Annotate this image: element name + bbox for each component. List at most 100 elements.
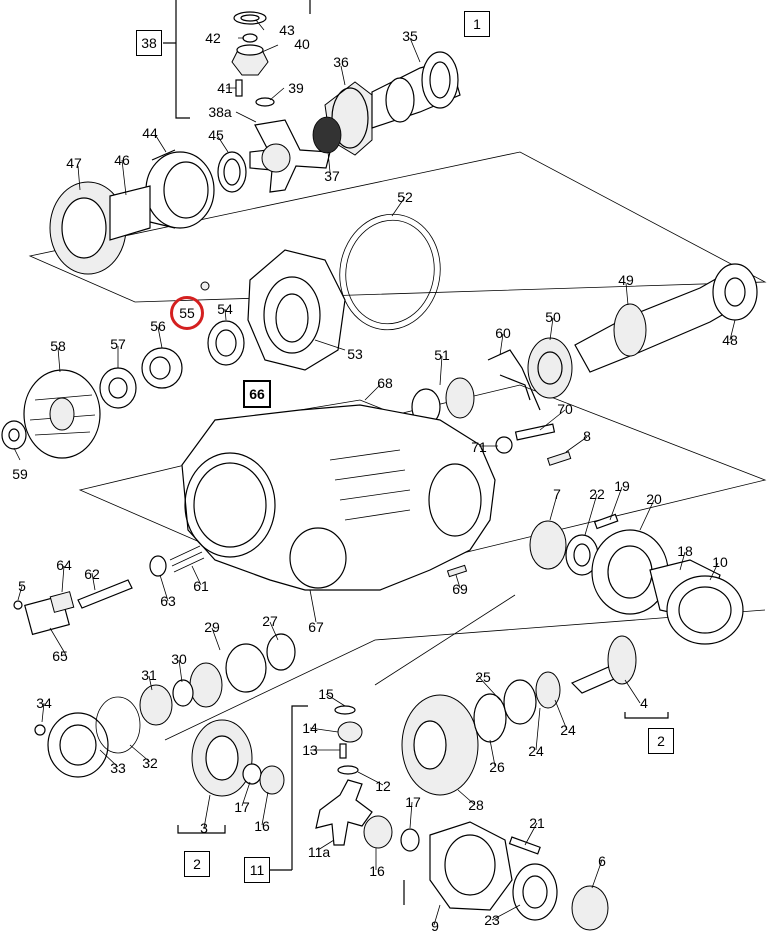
part-label-54: 54 — [217, 301, 233, 317]
part-label-11a: 11a — [307, 844, 331, 860]
part-13-pin — [339, 743, 347, 759]
group-box-2-right-text: 2 — [657, 733, 665, 749]
plane-upper — [28, 151, 767, 303]
part-7-bearing — [529, 520, 567, 570]
group-38-bracket — [175, 0, 190, 119]
part-label-16a: 16 — [254, 818, 270, 834]
part-69-stud — [446, 564, 468, 578]
part-35-bearing — [421, 51, 459, 109]
part-label-42: 42 — [205, 30, 221, 46]
plane-lower-mid — [374, 594, 516, 686]
part-label-8: 8 — [583, 428, 591, 444]
part-32-gasket — [95, 696, 141, 754]
part-label-58: 58 — [50, 338, 66, 354]
part-48-inner — [724, 277, 746, 307]
part-label-21: 21 — [529, 815, 545, 831]
part-label-14: 14 — [302, 720, 318, 736]
part-label-56: 56 — [150, 318, 166, 334]
part-label-7: 7 — [553, 486, 561, 502]
part-62-rod — [77, 579, 133, 609]
group-box-2-left: 2 — [184, 851, 210, 877]
part-61-spring — [169, 545, 205, 573]
part-5-screw — [13, 600, 23, 610]
part-28-bore — [413, 720, 447, 770]
part-label-41: 41 — [217, 80, 233, 96]
part-33-inner — [59, 724, 97, 766]
plane-lower-left — [164, 609, 766, 741]
part-45-inner — [223, 158, 241, 186]
part-54-bearing — [207, 320, 245, 366]
part-label-37: 37 — [324, 168, 340, 184]
part-54-inner — [215, 329, 237, 357]
part-label-68: 68 — [377, 375, 393, 391]
part-38a-hub — [261, 143, 291, 173]
part-47-bore — [61, 197, 107, 259]
part-67-bore-left-inner — [193, 462, 267, 548]
part-label-22: 22 — [589, 486, 605, 502]
group-box-2-left-text: 2 — [193, 856, 201, 872]
part-57-inner — [108, 377, 128, 399]
part-label-4: 4 — [640, 695, 648, 711]
part-15-washer — [334, 705, 356, 715]
part-label-26: 26 — [489, 759, 505, 775]
part-45-sleeve — [217, 151, 247, 193]
part-59-nut — [1, 420, 27, 450]
part-label-35: 35 — [402, 28, 418, 44]
group-box-1: 1 — [464, 11, 490, 37]
part-label-29: 29 — [204, 619, 220, 635]
part-52-gasket — [339, 213, 441, 331]
part-label-55: 55 — [179, 305, 195, 321]
part-label-28: 28 — [468, 797, 484, 813]
part-30-ring — [172, 679, 194, 707]
part-35-cone — [385, 77, 415, 123]
part-37-pinion — [312, 116, 342, 154]
part-43-inner — [240, 14, 260, 22]
part-29-bearing — [189, 662, 223, 708]
part-label-16b: 16 — [369, 863, 385, 879]
part-9-bore — [444, 834, 496, 896]
part-label-71: 71 — [471, 439, 487, 455]
part-46-spline — [109, 185, 151, 241]
part-label-31: 31 — [141, 667, 157, 683]
part-17-left — [242, 763, 262, 785]
part-label-44: 44 — [142, 125, 158, 141]
part-label-5: 5 — [18, 578, 26, 594]
part-label-24b: 24 — [560, 722, 576, 738]
group-box-66-text: 66 — [249, 386, 265, 402]
part-label-43: 43 — [279, 22, 295, 38]
part-label-49: 49 — [618, 272, 634, 288]
group-box-38-text: 38 — [141, 35, 157, 51]
group-2-right-bracket — [624, 712, 669, 719]
group-box-11: 11 — [244, 857, 270, 883]
part-17-right — [400, 828, 420, 852]
part-label-6: 6 — [598, 853, 606, 869]
part-label-25: 25 — [475, 669, 491, 685]
part-label-32: 32 — [142, 755, 158, 771]
part-71-washer — [495, 436, 513, 454]
part-label-62: 62 — [84, 566, 100, 582]
part-67-bore-left — [184, 452, 276, 558]
part-9-case — [429, 821, 513, 911]
part-10-inner — [678, 586, 732, 634]
part-label-24a: 24 — [528, 743, 544, 759]
part-label-10: 10 — [712, 554, 728, 570]
part-label-15: 15 — [318, 686, 334, 702]
part-label-39: 39 — [288, 80, 304, 96]
part-label-59: 59 — [12, 466, 28, 482]
part-label-27: 27 — [262, 613, 278, 629]
part-label-17a: 17 — [234, 799, 250, 815]
part-51-roller — [445, 377, 475, 419]
part-label-33: 33 — [110, 760, 126, 776]
part-label-45: 45 — [208, 127, 224, 143]
part-label-51: 51 — [434, 347, 450, 363]
group-box-2-right: 2 — [648, 728, 674, 754]
part-48-flange — [712, 263, 758, 321]
part-49-gear — [613, 303, 647, 357]
highlight-ring-55 — [170, 296, 204, 330]
part-34-bolt — [34, 724, 46, 736]
part-60-fork-2 — [499, 374, 531, 401]
part-24-bearing — [535, 671, 561, 709]
part-label-63: 63 — [160, 593, 176, 609]
part-12-washer — [337, 765, 359, 775]
part-label-40: 40 — [294, 36, 310, 52]
